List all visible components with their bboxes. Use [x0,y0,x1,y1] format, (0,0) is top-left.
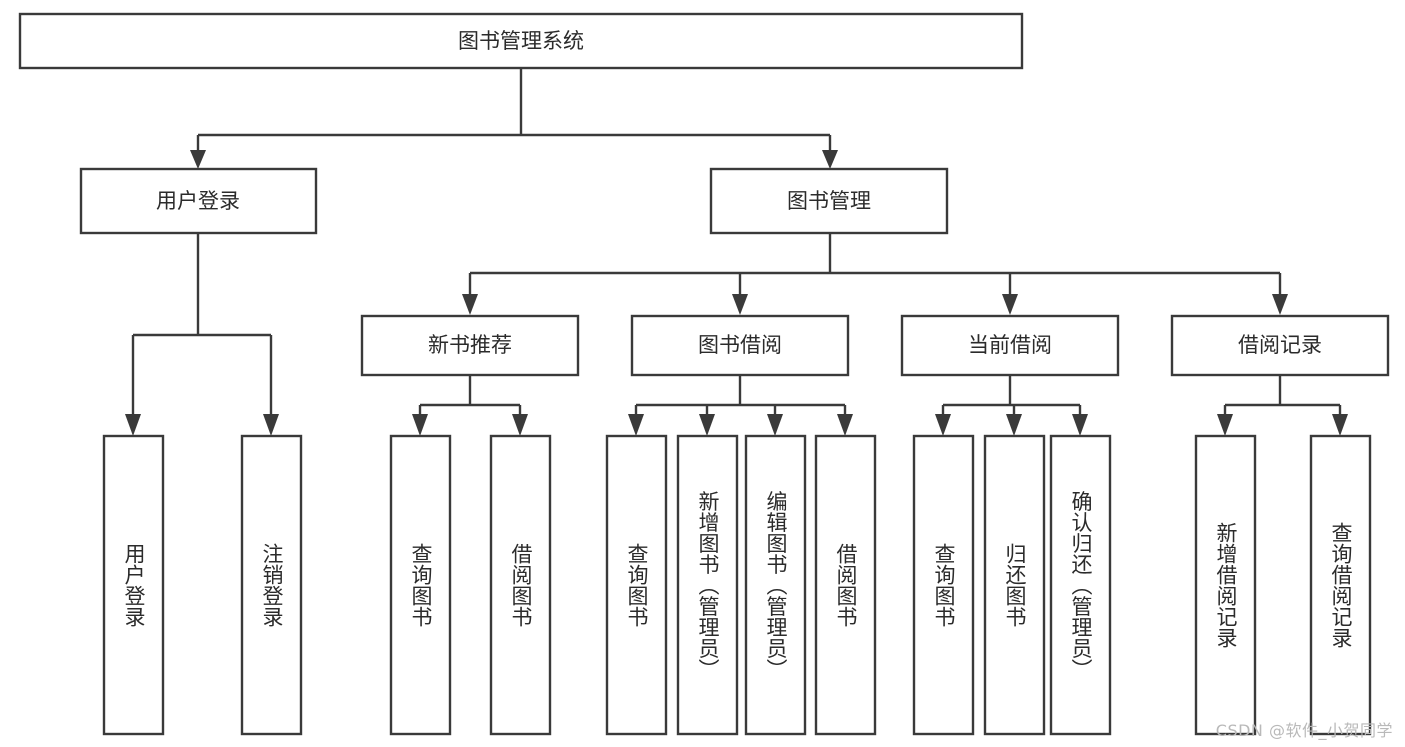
arrow-head-leaf-logout [263,414,279,436]
leaf-logout[interactable]: 注销登录 [240,434,303,736]
node-current-borrow-box[interactable] [900,314,1120,377]
arrow-head-book-manage [822,150,838,169]
leaf-user-login-box[interactable] [102,434,165,736]
leaf-cb-return-book[interactable]: 归还图书 [983,434,1046,736]
connectors-book-borrow-to-leaves [628,375,853,436]
leaf-br-query-record[interactable]: 查询借阅记录 [1309,434,1372,736]
arrow-head-bb-leaf-1 [628,414,644,436]
leaf-nb-query-book-box[interactable] [389,434,452,736]
leaf-user-login[interactable]: 用户登录 [102,434,165,736]
leaf-bb-query-book[interactable]: 查询图书 [605,434,668,736]
node-root-label: 图书管理系统 [458,29,584,53]
leaf-cb-return-book-box[interactable] [983,434,1046,736]
leaf-bb-borrow-book-box[interactable] [814,434,877,736]
leaf-bb-query-book-box[interactable] [605,434,668,736]
arrow-head-book-borrow [732,294,748,315]
leaf-bb-query-book-label: 查询图书 [625,543,649,627]
connectors-borrow-record-to-leaves [1217,375,1348,436]
leaf-nb-query-book-label: 查询图书 [409,543,433,627]
leaf-br-add-record-box[interactable] [1194,434,1257,736]
arrow-head-bb-leaf-4 [837,414,853,436]
leaf-bb-edit-book-label: 编辑图书（管理员） [764,491,788,680]
leaf-bb-add-book-box[interactable] [676,434,739,736]
leaf-cb-query-book-label: 查询图书 [932,543,956,627]
leaf-cb-confirm-return-label: 确认归还（管理员） [1069,491,1093,680]
node-root[interactable]: 图书管理系统 [18,12,1024,70]
leaf-bb-add-book[interactable]: 新增图书（管理员） [676,434,739,736]
connectors-current-borrow-to-leaves [935,375,1088,436]
leaf-cb-confirm-return-box[interactable] [1049,434,1112,736]
leaf-bb-borrow-book[interactable]: 借阅图书 [814,434,877,736]
leaf-nb-borrow-book[interactable]: 借阅图书 [489,434,552,736]
connectors-book-manage-to-level3 [462,233,1288,315]
node-root-box[interactable] [18,12,1024,70]
node-borrow-record-label: 借阅记录 [1238,333,1322,357]
node-book-borrow[interactable]: 图书借阅 [630,314,850,377]
node-book-borrow-label: 图书借阅 [698,333,782,357]
arrow-head-br-leaf-2 [1332,414,1348,436]
arrow-head-leaf-user-login [125,414,141,436]
arrow-head-bb-leaf-3 [767,414,783,436]
arrow-head-nb-leaf-1 [412,414,428,436]
leaf-cb-confirm-return[interactable]: 确认归还（管理员） [1049,434,1112,736]
arrow-head-cb-leaf-2 [1006,414,1022,436]
leaf-br-add-record[interactable]: 新增借阅记录 [1194,434,1257,736]
arrow-head-borrow-record [1272,294,1288,315]
node-book-borrow-box[interactable] [630,314,850,377]
node-borrow-record-box[interactable] [1170,314,1390,377]
leaf-nb-query-book[interactable]: 查询图书 [389,434,452,736]
leaf-br-add-record-label: 新增借阅记录 [1214,522,1238,648]
arrow-head-br-leaf-1 [1217,414,1233,436]
arrow-head-new-book [462,294,478,315]
leaf-bb-add-book-label: 新增图书（管理员） [696,491,720,680]
leaf-user-login-label: 用户登录 [122,543,146,627]
arrow-head-cb-leaf-1 [935,414,951,436]
leaf-bb-borrow-book-label: 借阅图书 [834,543,858,627]
leaf-br-query-record-label: 查询借阅记录 [1329,522,1353,648]
arrow-head-current-borrow [1002,294,1018,315]
arrow-head-user-login [190,150,206,169]
connectors-root-to-level2 [190,68,838,169]
leaf-nb-borrow-book-label: 借阅图书 [509,543,533,627]
node-user-login[interactable]: 用户登录 [79,167,318,235]
arrow-head-nb-leaf-2 [512,414,528,436]
leaf-logout-label: 注销登录 [260,543,284,627]
leaf-br-query-record-box[interactable] [1309,434,1372,736]
node-new-book-recommend[interactable]: 新书推荐 [360,314,580,377]
leaf-logout-box[interactable] [240,434,303,736]
node-book-manage[interactable]: 图书管理 [709,167,949,235]
node-current-borrow-label: 当前借阅 [968,333,1052,357]
connectors-user-login-to-leaves [125,233,279,436]
node-user-login-box[interactable] [79,167,318,235]
leaf-cb-query-book-box[interactable] [912,434,975,736]
node-book-manage-label: 图书管理 [787,189,871,213]
node-current-borrow[interactable]: 当前借阅 [900,314,1120,377]
arrow-head-cb-leaf-3 [1072,414,1088,436]
leaf-nb-borrow-book-box[interactable] [489,434,552,736]
leaf-cb-return-book-label: 归还图书 [1003,543,1027,627]
node-user-login-label: 用户登录 [156,189,240,213]
node-borrow-record[interactable]: 借阅记录 [1170,314,1390,377]
leaf-bb-edit-book[interactable]: 编辑图书（管理员） [744,434,807,736]
node-new-book-recommend-label: 新书推荐 [428,333,512,357]
leaf-bb-edit-book-box[interactable] [744,434,807,736]
node-new-book-recommend-box[interactable] [360,314,580,377]
csdn-watermark: CSDN @软件_小贺同学 [1215,721,1393,740]
arrow-head-bb-leaf-2 [699,414,715,436]
leaf-cb-query-book[interactable]: 查询图书 [912,434,975,736]
node-book-manage-box[interactable] [709,167,949,235]
connectors-new-book-to-leaves [412,375,528,436]
